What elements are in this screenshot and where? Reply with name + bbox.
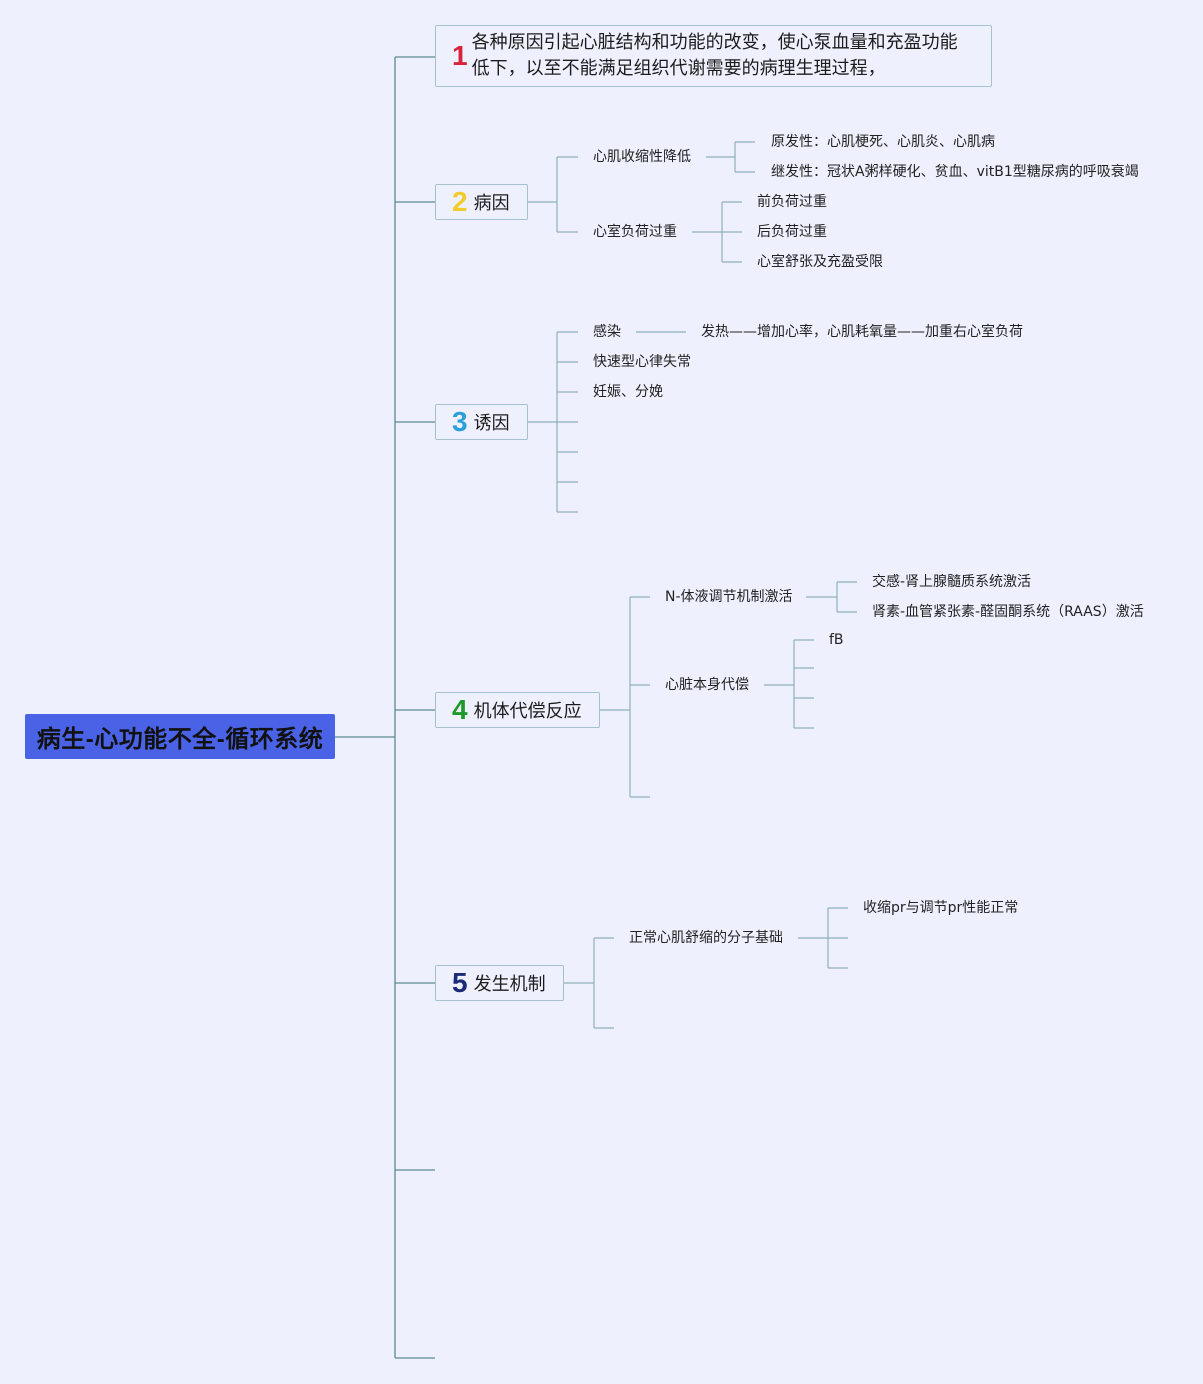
node-pregnancy[interactable]: 妊娠、分娩: [593, 384, 663, 400]
node-overload[interactable]: 心室负荷过重: [593, 224, 677, 240]
topic-number-5: 5: [452, 967, 468, 998]
topic-number-3: 3: [452, 406, 468, 437]
node-cardiac-compensation[interactable]: 心脏本身代偿: [665, 677, 749, 693]
node-fb[interactable]: fB: [829, 632, 844, 648]
node-contractility[interactable]: 心肌收缩性降低: [593, 149, 691, 165]
node-raas[interactable]: 肾素-血管紧张素-醛固酮系统（RAAS）激活: [872, 604, 1144, 620]
node-neurohumoral[interactable]: N-体液调节机制激活: [665, 589, 793, 605]
node-protein-function[interactable]: 收缩pr与调节pr性能正常: [863, 900, 1019, 916]
topic-triggers-label: 诱因: [473, 413, 510, 434]
node-molecular-basis[interactable]: 正常心肌舒缩的分子基础: [629, 930, 783, 946]
node-infection-detail[interactable]: 发热——增加心率，心肌耗氧量——加重右心室负荷: [701, 324, 1023, 340]
topic-mechanism[interactable]: 5 发生机制: [435, 965, 564, 1001]
topic-definition[interactable]: 1 各种原因引起心脏结构和功能的改变，使心泵血量和充盈功能低下，以至不能满足组织…: [435, 25, 992, 87]
topic-causes-label: 病因: [473, 193, 510, 214]
node-infection[interactable]: 感染: [593, 324, 621, 340]
root-topic[interactable]: 病生-心功能不全-循环系统: [25, 714, 335, 759]
topic-compensation-label: 机体代偿反应: [473, 701, 582, 722]
node-diastolic-limit[interactable]: 心室舒张及充盈受限: [757, 254, 883, 270]
topic-number-4: 4: [452, 694, 468, 725]
topic-triggers[interactable]: 3 诱因: [435, 404, 528, 440]
node-secondary[interactable]: 继发性：冠状A粥样硬化、贫血、vitB1型糖尿病的呼吸衰竭: [771, 164, 1139, 180]
node-afterload[interactable]: 后负荷过重: [757, 224, 827, 240]
topic-compensation[interactable]: 4 机体代偿反应: [435, 692, 600, 728]
node-primary[interactable]: 原发性：心肌梗死、心肌炎、心肌病: [771, 134, 995, 150]
topic-mechanism-label: 发生机制: [473, 974, 546, 995]
topic-definition-text: 各种原因引起心脏结构和功能的改变，使心泵血量和充盈功能低下，以至不能满足组织代谢…: [471, 32, 958, 79]
node-tachyarrhythmia[interactable]: 快速型心律失常: [593, 354, 691, 370]
topic-number-2: 2: [452, 186, 468, 217]
topic-number-1: 1: [452, 40, 468, 71]
node-sympathetic[interactable]: 交感-肾上腺髓质系统激活: [872, 574, 1032, 590]
node-preload[interactable]: 前负荷过重: [757, 194, 827, 210]
topic-causes[interactable]: 2 病因: [435, 184, 528, 220]
